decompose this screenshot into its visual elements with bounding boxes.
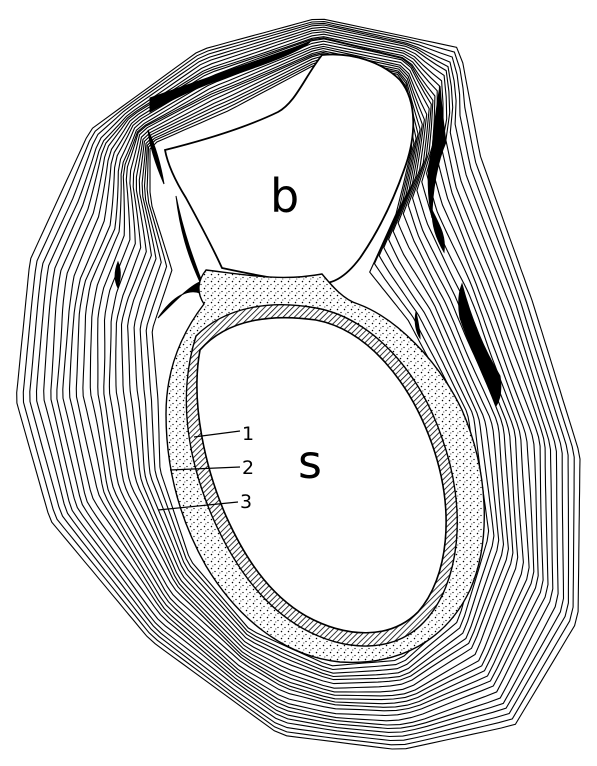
label-s: s xyxy=(298,435,322,489)
label-b: b xyxy=(270,169,299,223)
label-2: 2 xyxy=(242,457,254,479)
label-1: 1 xyxy=(242,423,254,445)
label-3: 3 xyxy=(240,491,252,513)
